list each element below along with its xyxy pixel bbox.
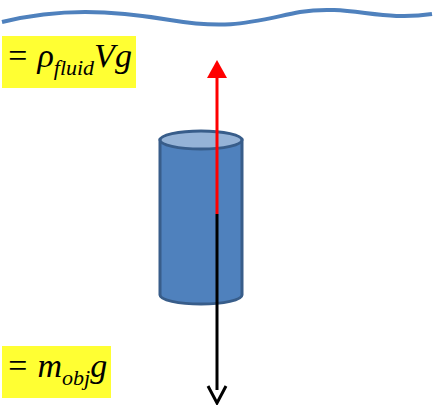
weight-arrow — [208, 214, 226, 403]
formula-text: = m — [6, 347, 62, 384]
cylinder-object — [160, 131, 242, 304]
formula-subscript: obj — [62, 365, 90, 390]
formula-text: = ρ — [6, 37, 54, 74]
weight-formula: = mobjg — [2, 346, 111, 398]
buoyant-force-arrow — [207, 60, 227, 214]
formula-subscript: fluid — [54, 55, 94, 80]
buoyant-force-formula: = ρfluidVg — [2, 36, 136, 88]
formula-text: Vg — [94, 37, 132, 74]
formula-text: g — [90, 347, 107, 384]
water-surface — [2, 10, 432, 25]
